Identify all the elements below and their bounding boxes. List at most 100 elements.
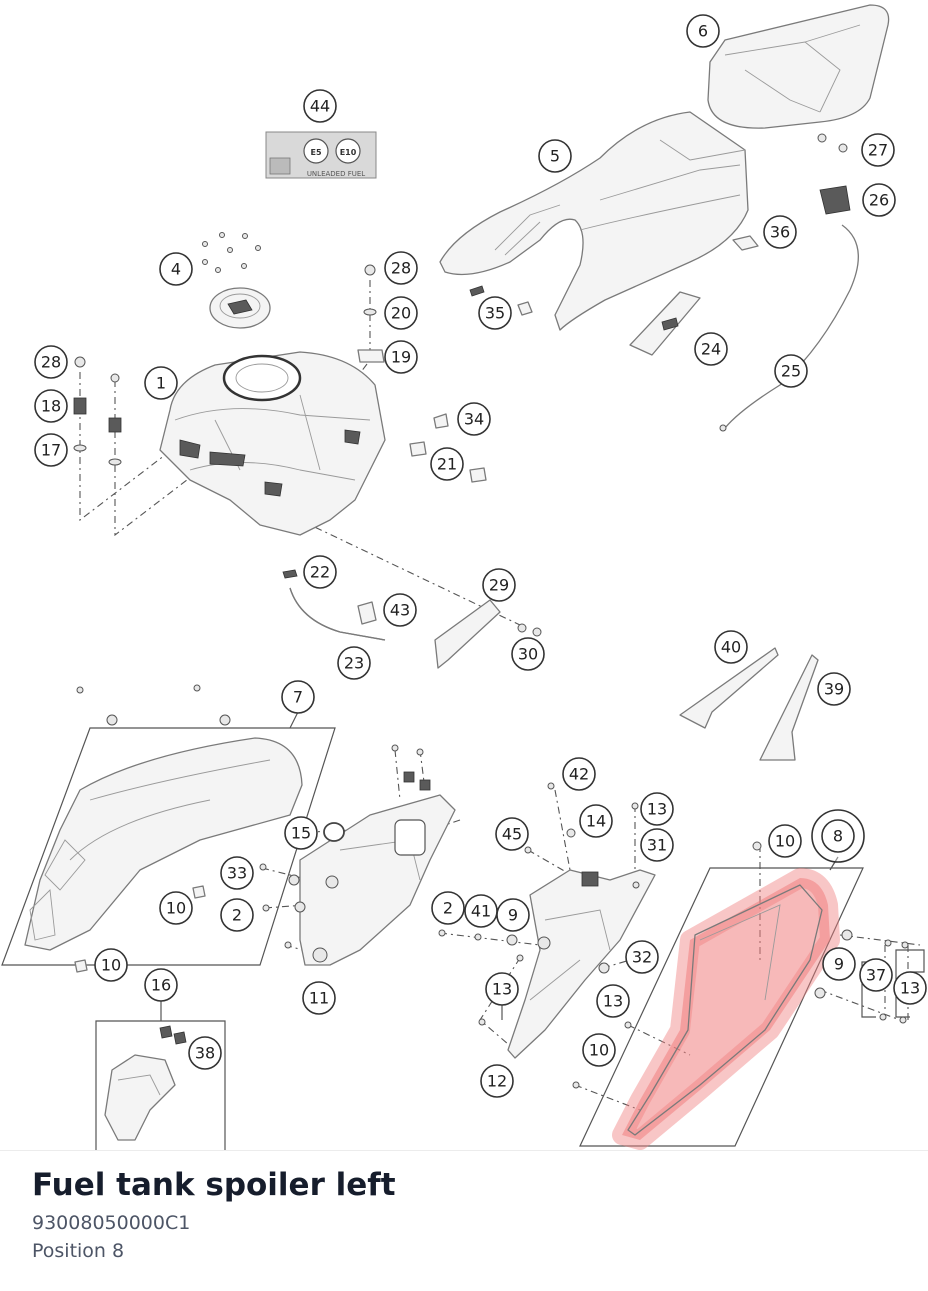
callout-29[interactable]: 29 xyxy=(482,568,516,602)
svg-text:33: 33 xyxy=(227,864,247,883)
callout-21[interactable]: 21 xyxy=(430,447,464,481)
svg-text:10: 10 xyxy=(775,832,795,851)
callout-43[interactable]: 43 xyxy=(383,593,417,627)
svg-text:11: 11 xyxy=(309,989,329,1008)
callout-22[interactable]: 22 xyxy=(303,555,337,589)
clips-34-21 xyxy=(409,413,487,483)
callout-17[interactable]: 17 xyxy=(34,433,68,467)
callout-16[interactable]: 16 xyxy=(144,968,178,1002)
callout-15[interactable]: 15 xyxy=(284,816,318,850)
callout-2-b[interactable]: 2 xyxy=(431,891,465,925)
svg-text:32: 32 xyxy=(632,948,652,967)
callout-26[interactable]: 26 xyxy=(862,183,896,217)
callout-4[interactable]: 4 xyxy=(159,252,193,286)
callout-25[interactable]: 25 xyxy=(774,354,808,388)
part-1-fuel-tank xyxy=(159,351,386,536)
svg-text:44: 44 xyxy=(310,97,330,116)
svg-text:9: 9 xyxy=(508,906,518,925)
callout-41[interactable]: 41 xyxy=(464,894,498,928)
svg-text:8: 8 xyxy=(833,827,843,846)
svg-text:13: 13 xyxy=(900,979,920,998)
svg-text:13: 13 xyxy=(603,992,623,1011)
svg-text:9: 9 xyxy=(834,955,844,974)
callout-32[interactable]: 32 xyxy=(625,940,659,974)
callout-13-b[interactable]: 13 xyxy=(485,972,519,1006)
svg-text:15: 15 xyxy=(291,824,311,843)
part-26-seat-lock xyxy=(719,133,859,432)
callout-36[interactable]: 36 xyxy=(763,215,797,249)
part-5-seat xyxy=(439,111,749,331)
callout-45[interactable]: 45 xyxy=(495,817,529,851)
svg-text:23: 23 xyxy=(344,654,364,673)
callout-7[interactable]: 7 xyxy=(281,680,315,714)
callout-10-b[interactable]: 10 xyxy=(159,891,193,925)
callout-24[interactable]: 24 xyxy=(694,332,728,366)
callout-34[interactable]: 34 xyxy=(457,402,491,436)
callout-42[interactable]: 42 xyxy=(562,757,596,791)
callout-11[interactable]: 11 xyxy=(302,981,336,1015)
callout-10-a[interactable]: 10 xyxy=(768,824,802,858)
callout-13-d[interactable]: 13 xyxy=(596,984,630,1018)
callout-1[interactable]: 1 xyxy=(144,366,178,400)
fuel-label-text: UNLEADED FUEL xyxy=(307,170,365,178)
part-24-tool-bag xyxy=(629,291,701,356)
callout-28-top[interactable]: 28 xyxy=(384,251,418,285)
callout-18[interactable]: 18 xyxy=(34,389,68,423)
svg-text:42: 42 xyxy=(569,765,589,784)
part-position: Position 8 xyxy=(32,1240,125,1262)
callout-20[interactable]: 20 xyxy=(384,296,418,330)
callout-9-b[interactable]: 9 xyxy=(822,947,856,981)
svg-text:6: 6 xyxy=(698,22,708,41)
callout-2-a[interactable]: 2 xyxy=(220,898,254,932)
part-number: 93008050000C1 xyxy=(32,1212,191,1234)
svg-text:21: 21 xyxy=(437,455,457,474)
callout-10-c[interactable]: 10 xyxy=(94,948,128,982)
callout-9-a[interactable]: 9 xyxy=(496,898,530,932)
callout-23[interactable]: 23 xyxy=(337,646,371,680)
svg-text:13: 13 xyxy=(647,800,667,819)
svg-text:25: 25 xyxy=(781,362,801,381)
callout-12[interactable]: 12 xyxy=(480,1064,514,1098)
part-7-frame xyxy=(1,684,336,973)
svg-text:5: 5 xyxy=(550,147,560,166)
callout-28-left[interactable]: 28 xyxy=(34,345,68,379)
callout-38[interactable]: 38 xyxy=(188,1036,222,1070)
callout-10-d[interactable]: 10 xyxy=(582,1033,616,1067)
films-40-39 xyxy=(679,647,819,761)
callout-13-a[interactable]: 13 xyxy=(640,792,674,826)
callout-37[interactable]: 37 xyxy=(859,958,893,992)
svg-text:10: 10 xyxy=(166,899,186,918)
callout-40[interactable]: 40 xyxy=(714,630,748,664)
part-44-fuel-label: E5 E10 UNLEADED FUEL xyxy=(265,131,377,179)
svg-text:39: 39 xyxy=(824,680,844,699)
tank-mount-hardware-right xyxy=(357,264,385,363)
fuel-badge-e10: E10 xyxy=(340,148,357,157)
svg-text:18: 18 xyxy=(41,397,61,416)
hose-and-bracket xyxy=(282,569,542,669)
callout-13-c[interactable]: 13 xyxy=(893,971,927,1005)
svg-text:41: 41 xyxy=(471,902,491,921)
callout-19[interactable]: 19 xyxy=(384,340,418,374)
svg-text:20: 20 xyxy=(391,304,411,323)
svg-text:7: 7 xyxy=(293,688,303,707)
svg-text:45: 45 xyxy=(502,825,522,844)
svg-text:30: 30 xyxy=(518,645,538,664)
svg-text:13: 13 xyxy=(492,980,512,999)
callouts: 6 44 5 27 26 36 4 28 20 35 24 19 28 25 1… xyxy=(34,14,927,1098)
svg-text:29: 29 xyxy=(489,576,509,595)
callout-8-selected[interactable]: 8 xyxy=(811,809,865,863)
svg-text:2: 2 xyxy=(232,906,242,925)
callout-44[interactable]: 44 xyxy=(303,89,337,123)
callout-31[interactable]: 31 xyxy=(640,828,674,862)
callout-30[interactable]: 30 xyxy=(511,637,545,671)
part-8-fuel-tank-spoiler-left xyxy=(572,841,909,1150)
callout-33[interactable]: 33 xyxy=(220,856,254,890)
callout-14[interactable]: 14 xyxy=(579,804,613,838)
callout-6[interactable]: 6 xyxy=(686,14,720,48)
callout-27[interactable]: 27 xyxy=(861,133,895,167)
svg-text:22: 22 xyxy=(310,563,330,582)
callout-39[interactable]: 39 xyxy=(817,672,851,706)
callout-35[interactable]: 35 xyxy=(478,296,512,330)
callout-5[interactable]: 5 xyxy=(538,139,572,173)
svg-text:36: 36 xyxy=(770,223,790,242)
